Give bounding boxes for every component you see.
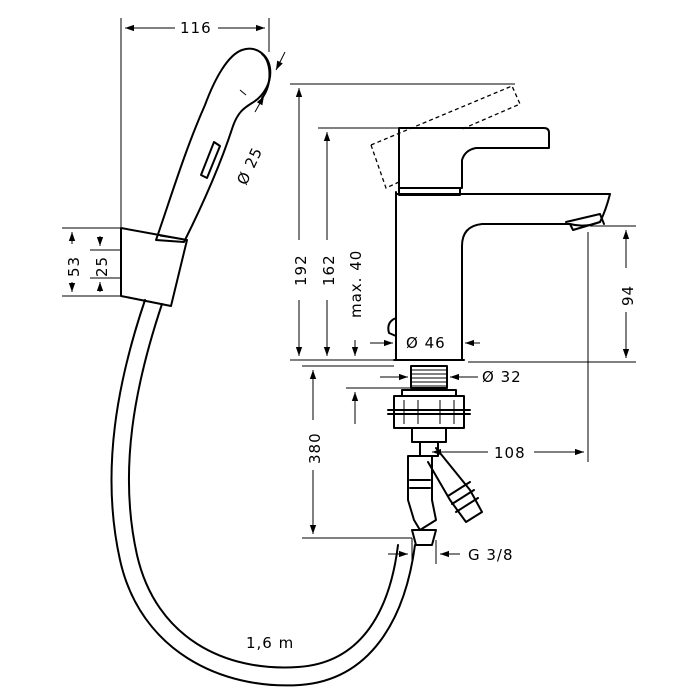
label-height-max: max. 40	[347, 250, 365, 318]
dimension-shower-width: 116	[120, 18, 270, 228]
label-thread-diameter: Ø 32	[482, 368, 522, 386]
label-height-spout: 162	[320, 254, 338, 286]
dimension-shower-head-diameter: Ø 25	[233, 51, 286, 188]
dimension-below-height: 380	[302, 365, 412, 539]
dimension-thread-diameter: Ø 32	[380, 368, 522, 386]
label-holder-outer: 53	[65, 256, 83, 277]
label-below-height: 380	[306, 432, 324, 464]
hose	[110, 299, 416, 687]
label-connection-thread: G 3/8	[468, 546, 514, 564]
label-spout-reach: 108	[494, 444, 526, 462]
shower-holder	[120, 227, 188, 307]
dimension-tap-heights: 192 162 max. 40	[290, 83, 515, 361]
label-hose-length: 1,6 m	[246, 634, 294, 652]
dimension-body-diameter: Ø 46	[370, 334, 480, 352]
dimension-spout-reach: 108	[432, 232, 589, 462]
label-shower-head-diameter: Ø 25	[233, 144, 266, 188]
hand-shower	[155, 47, 272, 243]
dimension-connection-thread: G 3/8	[388, 538, 514, 564]
label-spout-height: 94	[619, 285, 637, 306]
label-holder-inner: 25	[93, 256, 111, 277]
dimension-holder-height: 53 25	[62, 227, 121, 297]
mixer-tap	[370, 85, 611, 546]
label-shower-width: 116	[180, 19, 212, 37]
label-body-diameter: Ø 46	[406, 334, 446, 352]
dimension-spout-height: 94	[468, 225, 637, 363]
label-height-total: 192	[292, 254, 310, 286]
